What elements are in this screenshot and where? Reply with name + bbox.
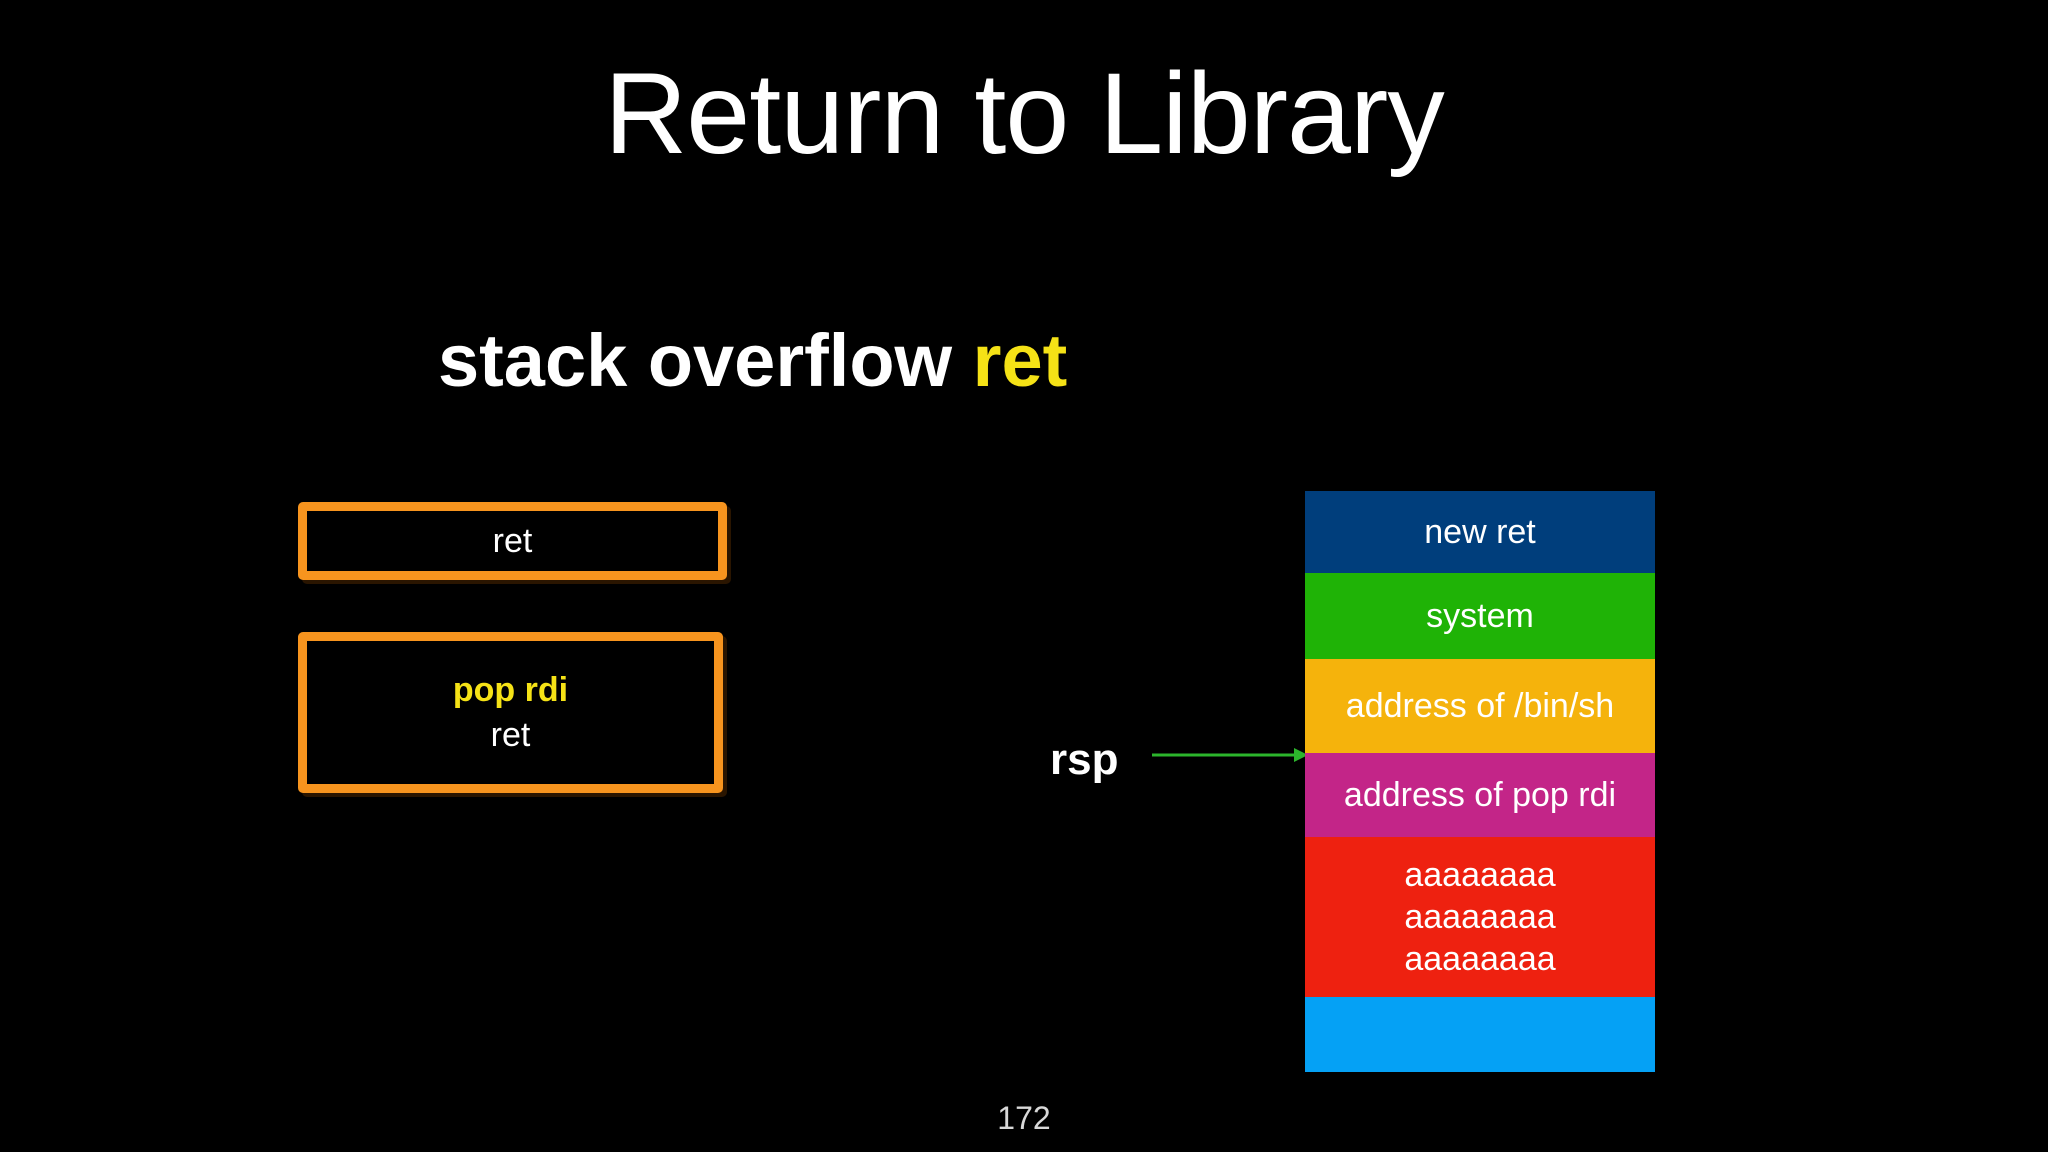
stack-cell: system [1305, 573, 1655, 659]
subtitle-accent-text: ret [972, 319, 1068, 402]
slide-title: Return to Library [604, 50, 1445, 178]
stack-cell: address of pop rdi [1305, 753, 1655, 837]
stack-cell: new ret [1305, 491, 1655, 573]
stack-cell: aaaaaaaa aaaaaaaa aaaaaaaa [1305, 837, 1655, 997]
rsp-arrow-icon [1152, 748, 1308, 762]
stack-column: new ret system address of /bin/sh address o… [1305, 491, 1655, 1072]
stack-cell [1305, 997, 1655, 1072]
gadget-box-label: ret [492, 521, 533, 560]
gadget-box-label: pop rdi [452, 670, 569, 709]
stack-cell-label: aaaaaaaa [1404, 856, 1556, 894]
rsp-label: rsp [1050, 735, 1119, 784]
subtitle-text: stack overflow [438, 319, 973, 402]
subtitle: stack overflow ret [438, 318, 1067, 403]
gadget-box-label: ret [490, 715, 531, 754]
stack-cell-label: address of /bin/sh [1345, 687, 1615, 725]
gadget-box-ret: ret [298, 502, 727, 580]
gadget-box-pop-rdi: pop rdi ret [298, 632, 723, 793]
stack-cell-label: new ret [1424, 513, 1536, 551]
page-number: 172 [997, 1100, 1051, 1136]
stack-cell-label: address of pop rdi [1343, 776, 1617, 814]
stack-cell-label: aaaaaaaa [1404, 898, 1556, 936]
stack-cell-label: system [1426, 597, 1534, 635]
stack-cell-label: aaaaaaaa [1404, 940, 1556, 978]
stack-cell: address of /bin/sh [1305, 659, 1655, 753]
